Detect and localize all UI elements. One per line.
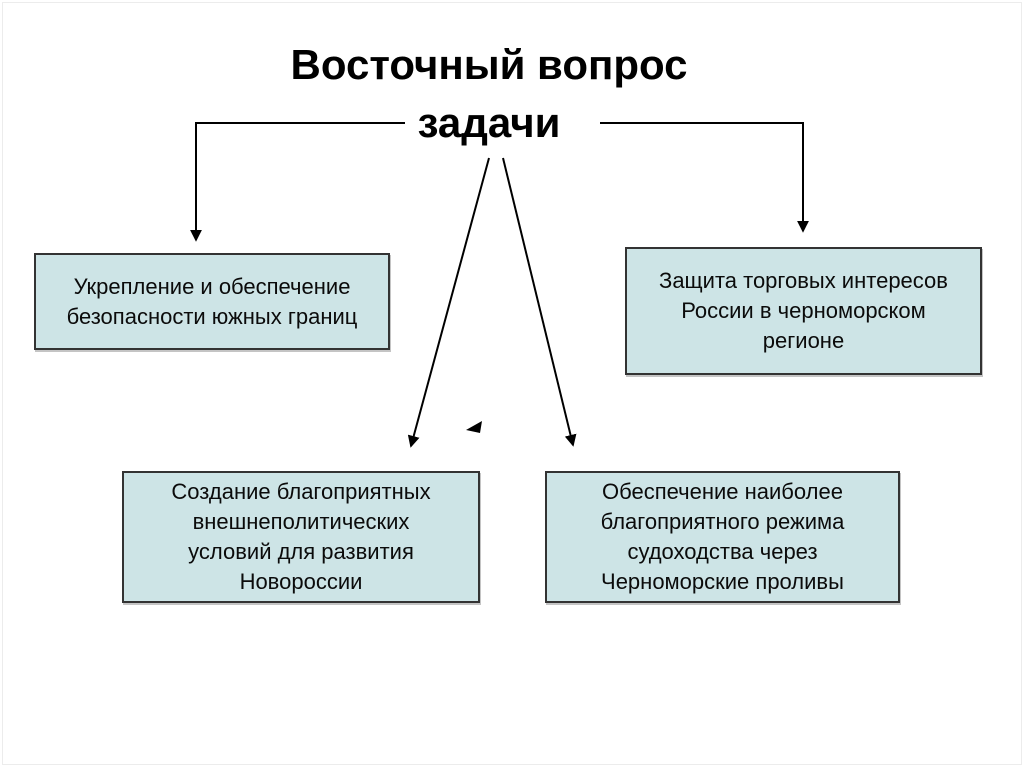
stray-arrowhead-icon [466,421,482,433]
arrow-to-trade-interests [600,122,809,233]
arrow-to-black-sea-straits [502,157,577,447]
arrow-to-southern-borders [190,122,405,242]
task-box-black-sea-straits: Обеспечение наиболее благоприятного режи… [545,471,900,603]
diagram-title-line1: Восточный вопрос [290,41,688,88]
diagram-title-line2: задачи [417,99,561,146]
task-box-trade-interests: Защита торговых интересов России в черно… [625,247,982,375]
task-box-novorossiya-label: Создание благоприятных внешнеполитически… [171,479,431,594]
task-box-black-sea-straits-label: Обеспечение наиболее благоприятного режи… [600,479,845,594]
task-box-southern-borders: Укрепление и обеспечение безопасности юж… [34,253,390,350]
diagram-title: Восточный вопрос задачи [291,36,688,152]
arrow-to-novorossiya [407,157,490,448]
task-box-novorossiya: Создание благоприятных внешнеполитически… [122,471,480,603]
task-box-trade-interests-label: Защита торговых интересов России в черно… [659,268,948,353]
task-box-southern-borders-label: Укрепление и обеспечение безопасности юж… [66,273,358,329]
